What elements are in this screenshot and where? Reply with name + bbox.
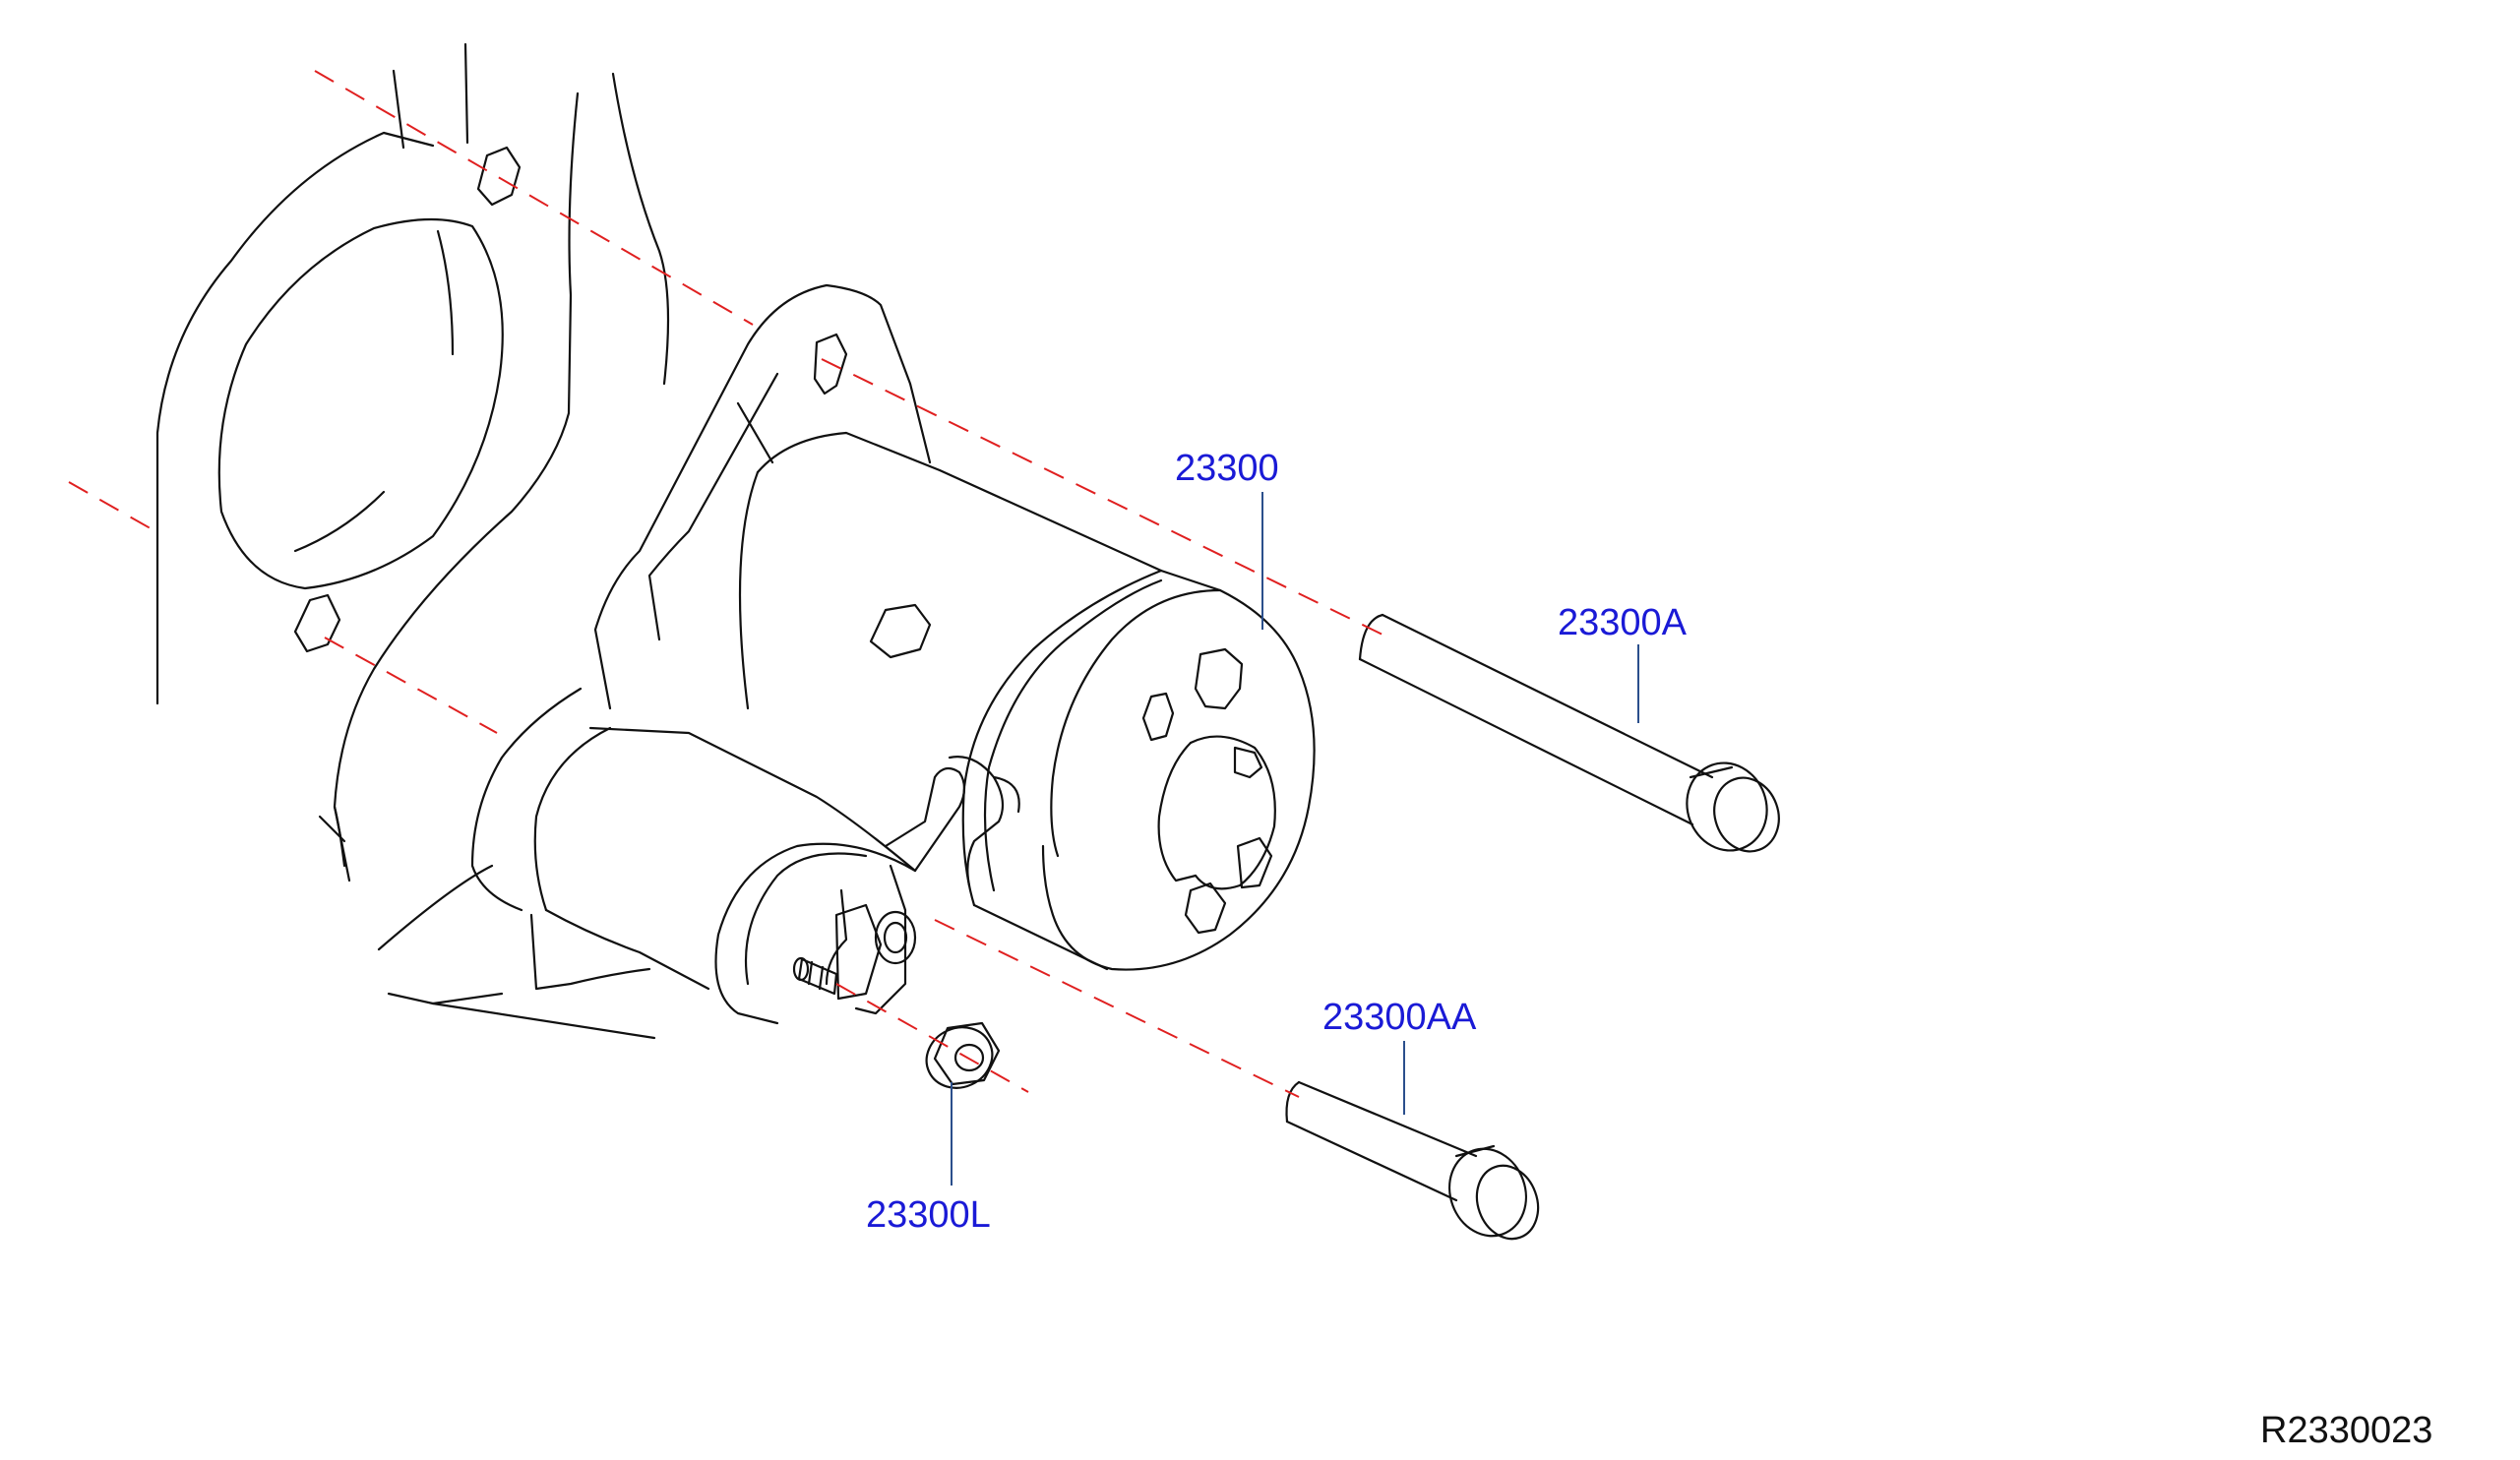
callout-starter-motor: 23300 — [1175, 448, 1279, 489]
terminal-nut — [925, 1021, 1001, 1089]
centerlines — [68, 70, 1383, 1098]
diagram-code: R2330023 — [2260, 1410, 2432, 1451]
leader-lines — [951, 492, 1639, 1186]
starter-motor — [470, 283, 1316, 1025]
engine-housing — [155, 42, 670, 1040]
callout-upper-bolt: 23300A — [1558, 602, 1688, 643]
lower-bolt — [1285, 1080, 1540, 1241]
callout-lower-bolt: 23300AA — [1322, 997, 1477, 1038]
callout-terminal-nut: 23300L — [866, 1194, 991, 1236]
upper-bolt — [1358, 613, 1780, 853]
